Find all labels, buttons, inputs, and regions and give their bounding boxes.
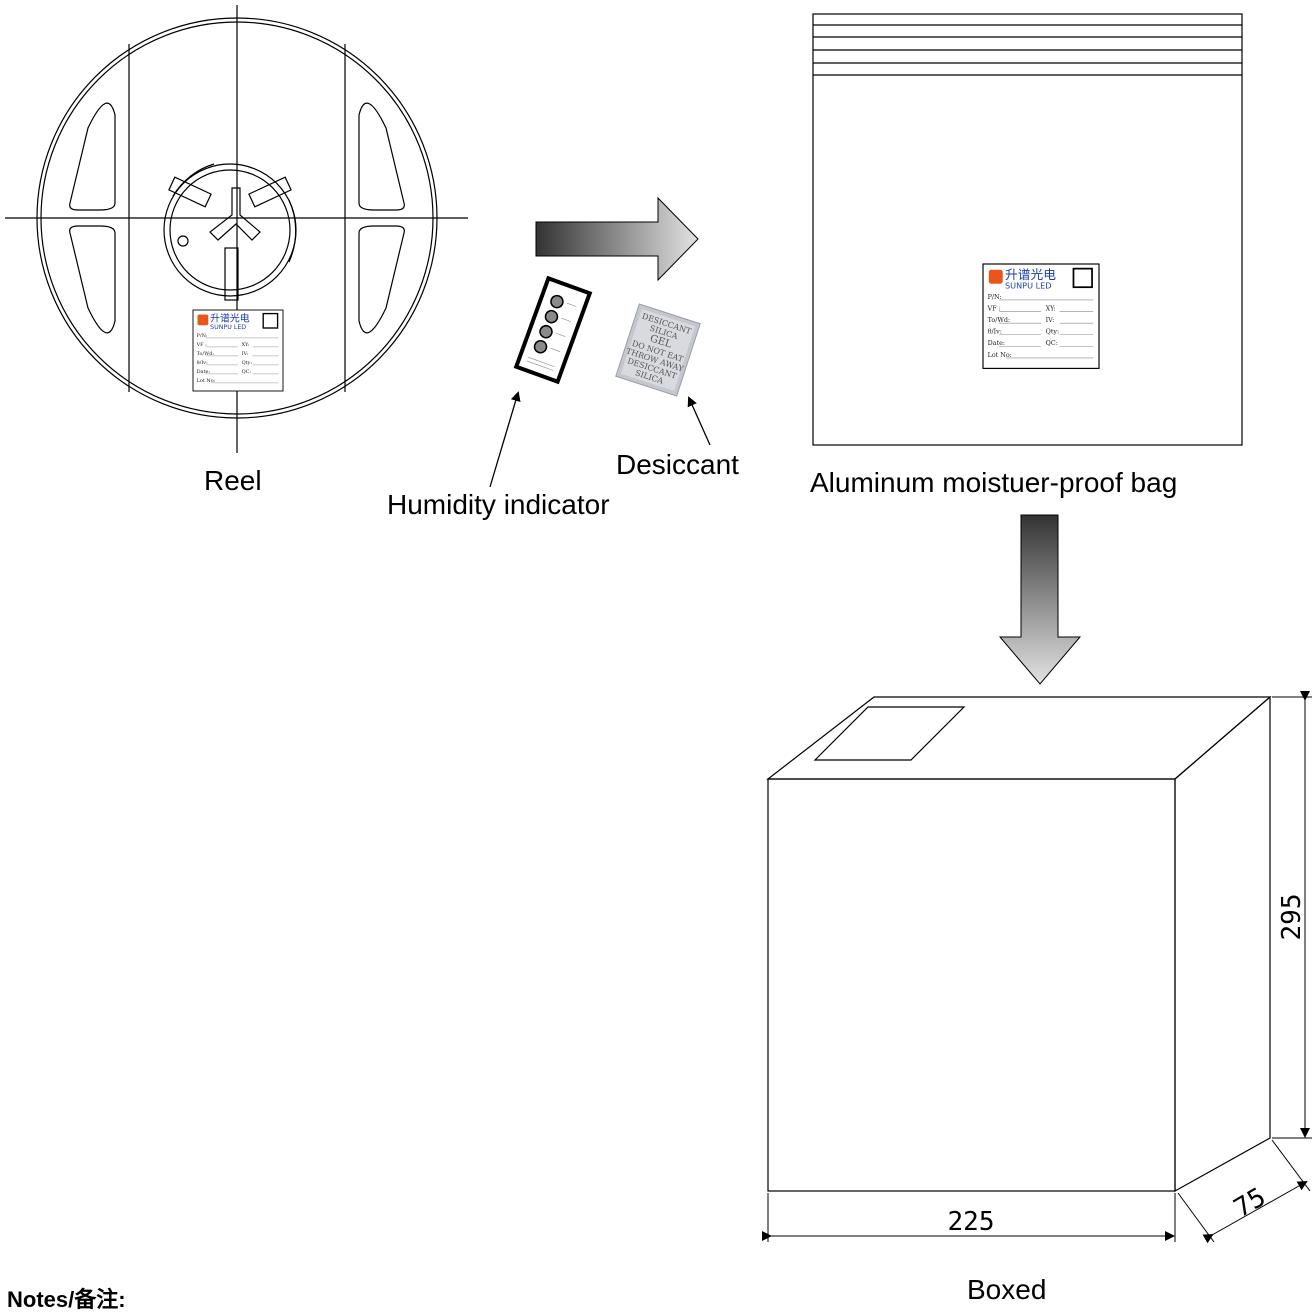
reel-label-field-towd: To/Wd: [197, 351, 215, 357]
reel-label-field-date: Date: [197, 369, 211, 375]
reel-label-field-lot: Lot No: [197, 378, 216, 384]
reel-hub-slot-right [248, 176, 292, 208]
bag-label-field-qc: QC: [1046, 339, 1058, 347]
caption-reel: Reel [204, 465, 262, 496]
bag-label-field-theta: θ/Iv: [988, 328, 1002, 336]
box-dimension-lines [762, 691, 1312, 1244]
bag-label-field-iv: IV: [1046, 316, 1055, 324]
caption-boxed: Boxed [967, 1274, 1047, 1305]
box-width-dimension: 225 [948, 1207, 995, 1237]
shipping-box [766, 695, 1272, 1193]
bag-label-field-date: Date: [988, 339, 1005, 347]
reel-hub-inner [169, 169, 291, 291]
reel-label-brand-cn: 升谱光电 [210, 312, 250, 325]
reel-label-field-theta: θ/Iv: [197, 360, 208, 366]
caption-desiccant: Desiccant [616, 449, 739, 480]
reel-window-bottom-left [69, 225, 116, 334]
bag-label-qr-icon [1072, 267, 1093, 289]
box-top-face [766, 696, 1272, 780]
reel-hub-hole [177, 235, 189, 247]
reel-label-field-xy: XY: [242, 342, 250, 348]
reel-window-top-left [69, 102, 116, 211]
reel-label-field-vf: VF : [196, 342, 208, 348]
aluminum-bag [812, 13, 1243, 446]
bag-label-field-towd: To/Wd: [988, 316, 1010, 324]
bag-label-field-lot: Lot No: [988, 351, 1012, 359]
bag-label-field-pn: P/N: [988, 293, 1002, 301]
caption-aluminum-bag: Aluminum moistuer-proof bag [810, 467, 1178, 498]
reel-label-qr-icon [262, 312, 279, 329]
reel-label-brand-en: SUNPU LED [210, 324, 246, 331]
reel-hub-spindle [209, 187, 261, 241]
bag-label-brand-en: SUNPU LED [1005, 280, 1051, 290]
reel-label-field-qc: QC: [242, 369, 252, 375]
reel-label-field-pn: P/N: [197, 333, 208, 339]
bag-label-field-qty: Qty: [1046, 328, 1060, 336]
box-height-dimension: 295 [1277, 894, 1307, 941]
reel-hub-slot-left [168, 176, 212, 208]
box-top-label [813, 706, 966, 761]
reel-window-top-right [358, 102, 405, 211]
bag-label-field-xy: XY: [1046, 304, 1056, 312]
reel-label-field-qty: Qty: [242, 360, 253, 366]
reel-label: 升谱光电 SUNPU LED P/N: VF : XY: To/Wd: IV: … [192, 309, 284, 392]
humidity-indicator-pointer [489, 391, 521, 488]
reel-hub-arc-left [172, 163, 215, 197]
notes-heading: Notes/备注: [7, 1287, 126, 1312]
box-depth-dimension: 75 [1229, 1182, 1271, 1224]
desiccant-pack: DESICCANT SILICA GEL DO NOT EAT THROW AW… [615, 303, 701, 397]
process-arrow-down [998, 514, 1082, 685]
bag-label: 升谱光电 SUNPU LED P/N: VF : XY: To/Wd: IV: … [982, 263, 1100, 369]
process-arrow-right [535, 196, 699, 282]
reel-hub-arc-right [288, 199, 297, 263]
bag-label-field-vf: VF : [987, 304, 1001, 312]
box-front-face [767, 778, 1176, 1192]
box-side-face [1174, 695, 1271, 1193]
caption-humidity-indicator: Humidity indicator [387, 489, 610, 520]
humidity-indicator-card [513, 275, 593, 385]
reel-label-field-iv: IV: [242, 351, 249, 357]
reel-window-bottom-right [358, 225, 405, 334]
bag-label-brand-cn: 升谱光电 [1005, 268, 1056, 283]
desiccant-pointer [687, 396, 711, 446]
reel-hub-slot-bottom [224, 247, 239, 301]
